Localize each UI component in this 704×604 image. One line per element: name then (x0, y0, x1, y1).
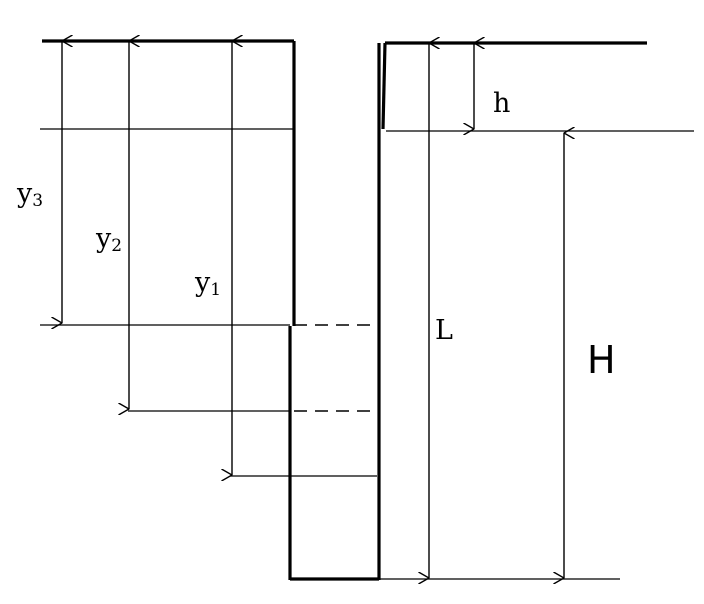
right-wall-top-edge (381, 42, 387, 130)
H-label: H (587, 338, 616, 382)
y1-label: y1 (194, 267, 221, 300)
labels: y3 y2 y1 h L H (16, 88, 616, 382)
dimension-arrows (62, 41, 564, 578)
y3-label: y3 (16, 178, 43, 211)
y2-label: y2 (95, 223, 122, 256)
h-label: h (493, 88, 510, 119)
left-ground (40, 39, 296, 326)
sheet-pile (288, 43, 381, 581)
L-label: L (435, 315, 453, 346)
level-lines (40, 324, 377, 477)
right-ground (380, 41, 694, 580)
